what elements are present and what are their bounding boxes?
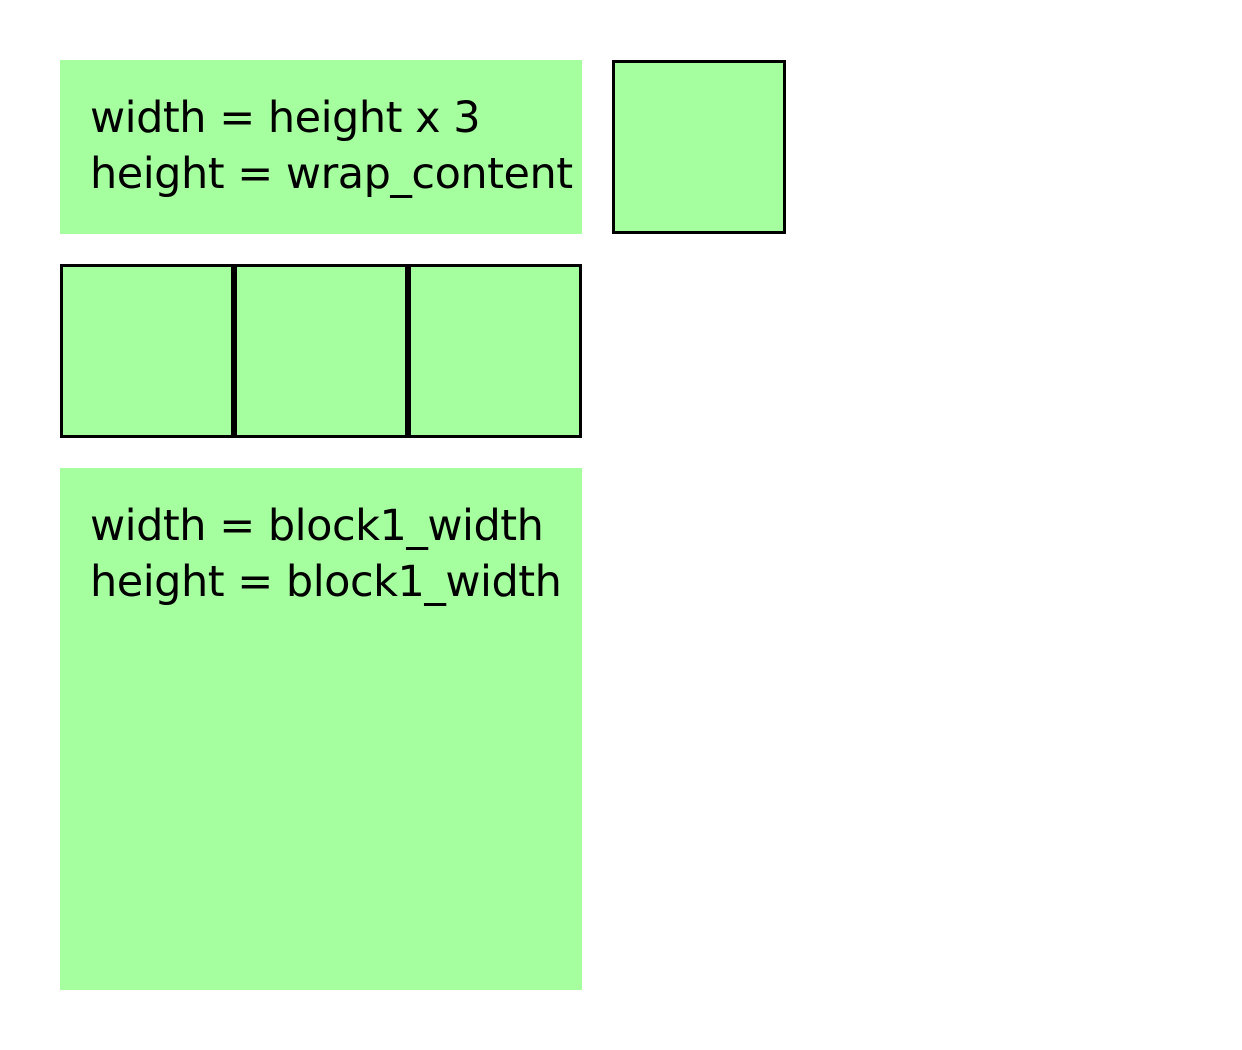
block2-label: width = block1_width height = block1_wid… <box>90 498 562 610</box>
block1-width-rule: width = height x 3 <box>90 93 481 143</box>
square-top-right <box>612 60 786 234</box>
squares-row <box>60 264 582 438</box>
row-square-3 <box>408 264 582 438</box>
row-square-2 <box>234 264 408 438</box>
block1-label: width = height x 3 height = wrap_content <box>90 90 573 202</box>
block2-width-rule: width = block1_width <box>90 501 544 551</box>
block2-height-rule: height = block1_width <box>90 557 562 607</box>
row-square-1 <box>60 264 234 438</box>
block1-height-rule: height = wrap_content <box>90 149 573 199</box>
block2-rect: width = block1_width height = block1_wid… <box>60 468 582 990</box>
block1-rect: width = height x 3 height = wrap_content <box>60 60 582 234</box>
